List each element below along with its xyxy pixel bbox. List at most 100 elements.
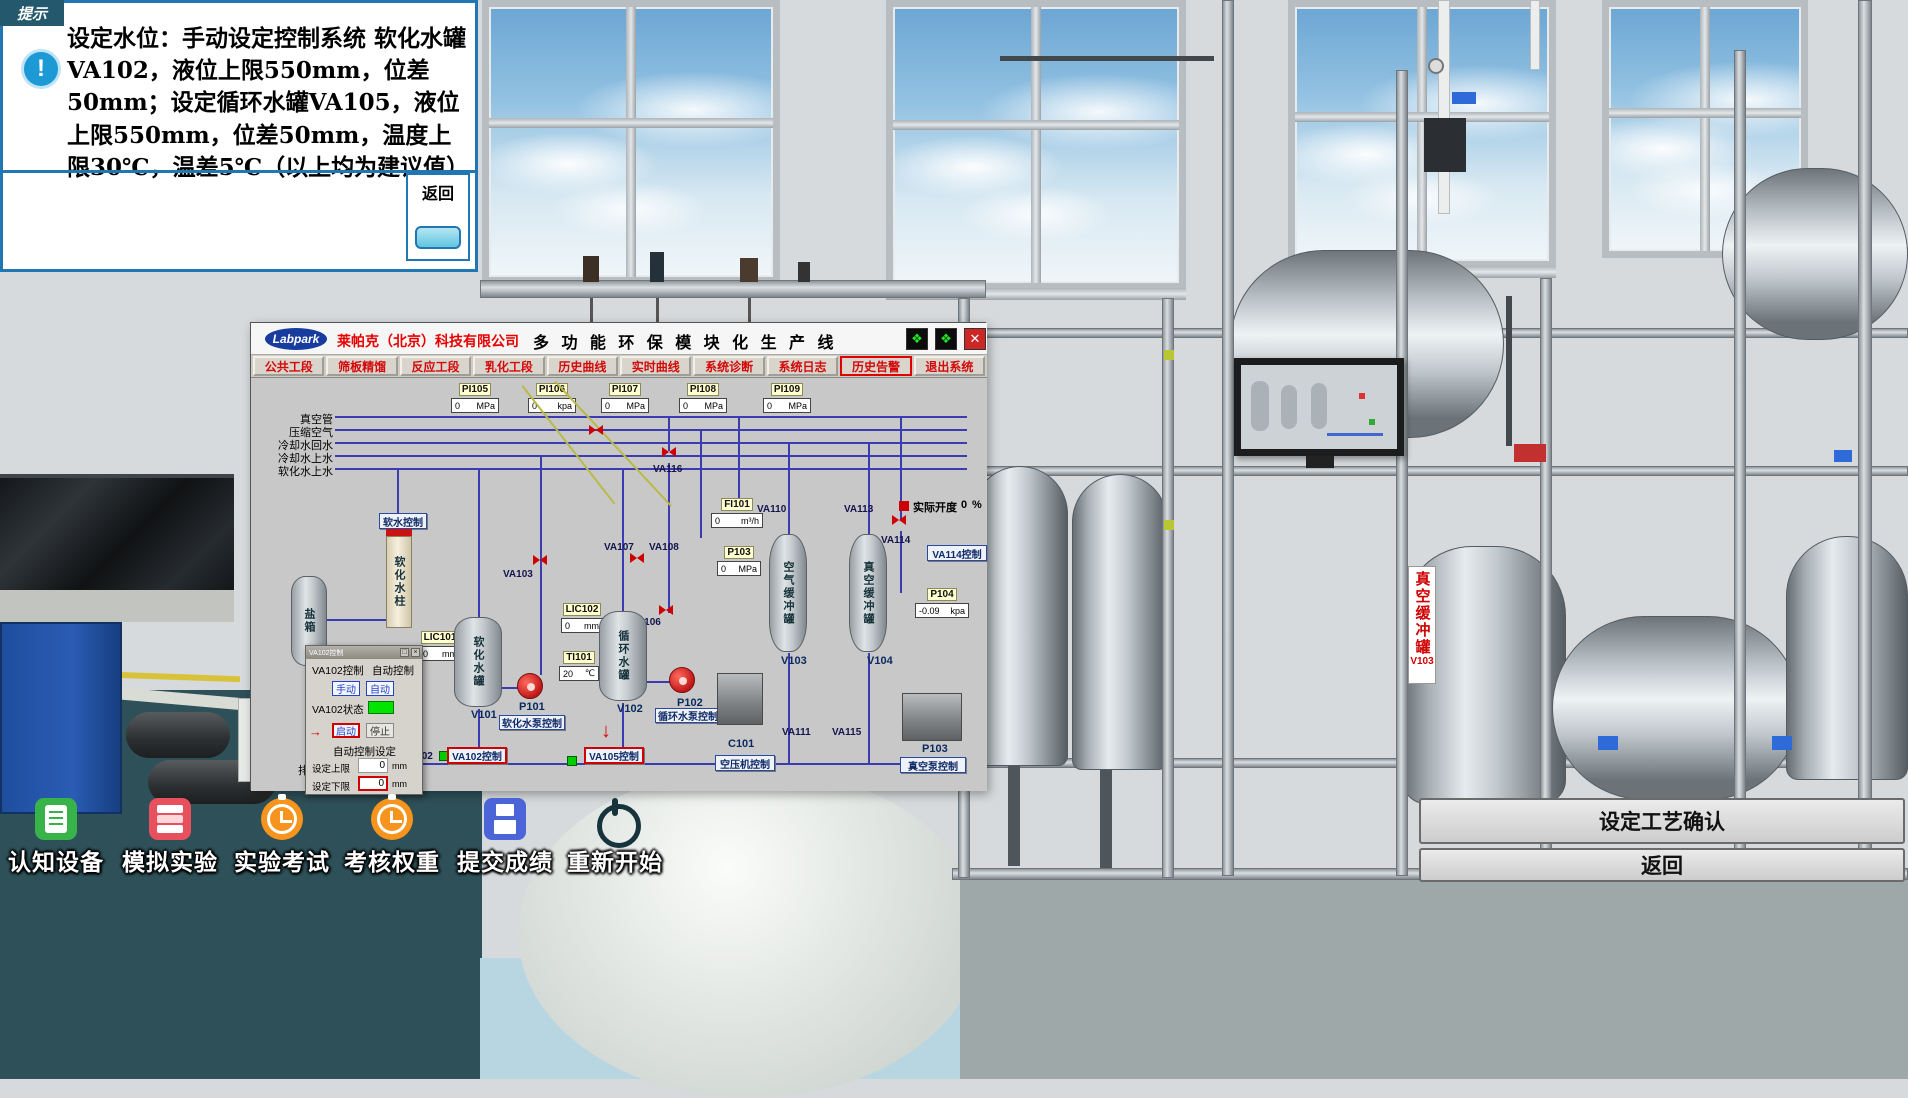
toolbar-item-simulate-experiment[interactable]: 模拟实验 [110,798,230,884]
expand-icon[interactable]: ❖ [906,328,928,350]
tab-public-section[interactable]: 公共工段 [253,356,325,376]
horizontal-tank [1722,168,1908,340]
instrument-unit: MPa [788,400,807,411]
p102-control-button[interactable]: 循环水泵控制 [655,708,721,723]
soft-water-control-button[interactable]: 软水控制 [379,513,427,529]
blue-cabinet [0,622,122,814]
hint-divider [3,170,475,173]
tab-exit-system[interactable]: 退出系统 [913,356,986,376]
scaffold-post [1858,0,1872,876]
toolbar-item-experiment-exam[interactable]: 实验考试 [222,794,342,884]
valve-icon[interactable] [589,425,603,435]
vessel-name: 空气缓冲罐 [782,560,794,626]
valve-icon-va116[interactable] [662,447,676,457]
instrument-unit: m³/h [741,515,759,526]
lower-limit-input[interactable] [358,776,388,791]
instrument-value: 0 [532,400,538,411]
instrument-name: LIC102 [562,603,602,616]
window-mullion [626,7,636,277]
tab-history-curve[interactable]: 历史曲线 [546,356,619,376]
valve-icon-va103[interactable] [533,555,547,565]
company-name: 莱帕克（北京）科技有限公司 [337,333,519,349]
dialog-mode-label: 自动控制 [372,665,414,677]
manual-button[interactable]: 手动 [332,681,360,696]
compressor-c101 [717,673,763,725]
stop-button[interactable]: 停止 [366,723,394,738]
p103-control-button[interactable]: 真空泵控制 [900,757,966,773]
pipe-label-cooling-return: 冷却水回水 [278,440,333,452]
pump-machine [126,712,230,758]
dialog-control-label: VA102控制 [312,665,364,677]
white-pipe [1530,0,1540,70]
pump-p101 [517,673,543,699]
vertical-tank [972,466,1068,766]
instrument-unit: ℃ [584,668,595,678]
hint-return-button[interactable]: 返回 [406,173,470,261]
vessel-name: 循环水罐 [617,630,629,682]
tab-reaction-section[interactable]: 反应工段 [399,356,472,376]
valve-icon[interactable] [630,553,644,563]
blue-fitting [1772,736,1792,750]
valve-icon-va114[interactable] [892,515,906,525]
vessel-v104: 真空缓冲罐 [849,534,887,652]
upper-limit-label: 设定上限 [312,764,351,775]
expand-icon[interactable]: ❖ [935,328,957,350]
vertical-tank [1072,474,1168,770]
dialog-restore-icon[interactable]: □ [400,648,409,657]
pump-tag-p102: P102 [677,697,703,709]
instrument-name: LIC101 [420,631,460,644]
toolbar-item-submit-score[interactable]: 提交成绩 [445,798,565,884]
scaffold-post [1734,50,1746,876]
va114-control-button[interactable]: VA114控制 [927,545,987,561]
instrument-unit: mm [584,620,599,631]
hint-return-cyan-button[interactable] [415,226,461,249]
tab-sieve-distillation[interactable]: 筛板精馏 [326,356,398,376]
instrument-unit: MPa [626,400,645,411]
dialog-titlebar[interactable]: VA102控制 [306,646,422,659]
scaffold-post [1222,0,1234,876]
pump-tag-p103: P103 [922,743,948,755]
tab-system-log[interactable]: 系统日志 [766,356,839,376]
tab-emulsification-section[interactable]: 乳化工段 [473,356,545,376]
tab-realtime-curve[interactable]: 实时曲线 [620,356,692,376]
p101-control-button[interactable]: 软化水泵控制 [499,715,565,730]
valve-label-va108: VA108 [649,542,679,553]
mini-dot-green [1369,419,1375,425]
upper-limit-input[interactable] [358,758,388,773]
tab-system-diagnosis[interactable]: 系统诊断 [693,356,765,376]
va102-control-button[interactable]: VA102控制 [447,747,507,764]
scaffold-post [1162,298,1174,878]
marker-dot [1164,520,1174,530]
vessel-v103: 空气缓冲罐 [769,534,807,652]
toolbar-item-assessment-weight[interactable]: 考核权重 [332,794,452,884]
overhead-beam [480,280,986,298]
vertical-tank [1786,536,1908,780]
c101-control-button[interactable]: 空压机控制 [715,755,775,771]
toolbar-item-cognize-device[interactable]: 认知设备 [0,798,116,884]
instrument-unit: mm [442,648,457,659]
arrow-right-icon: → [309,724,322,739]
close-icon[interactable]: ✕ [964,328,986,350]
pump-tag-p101: P101 [519,701,545,713]
window-mullion [1031,7,1041,283]
window-mullion [1609,108,1801,118]
dark-pipe [1506,296,1512,446]
dialog-title: VA102控制 [309,649,344,657]
instrument-unit: MPa [704,400,723,411]
va105-control-button[interactable]: VA105控制 [584,747,644,764]
confirm-process-button[interactable]: 设定工艺确认 [1419,798,1905,844]
auto-button[interactable]: 自动 [366,681,394,696]
start-button[interactable]: 启动 [332,723,360,738]
scaffold-bar [952,466,1908,476]
vessel-name: 盐箱 [303,608,315,634]
white-pipe [1438,0,1450,214]
toolbar-item-restart[interactable]: 重新开始 [555,798,675,884]
dialog-close-icon[interactable]: × [411,648,420,657]
tab-history-alarm[interactable]: 历史告警 [840,356,912,376]
save-icon [484,798,526,840]
valve-icon-va106[interactable] [659,605,673,615]
return-button[interactable]: 返回 [1419,848,1905,882]
vacuum-pump-p103 [902,693,962,741]
